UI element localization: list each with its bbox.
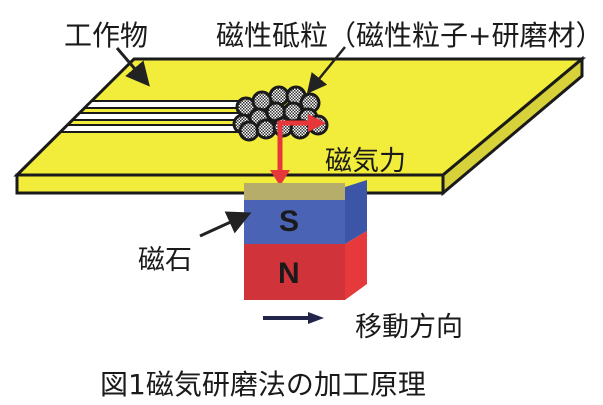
workpiece-label: 工作物 <box>64 19 149 52</box>
magnet-label: 磁石 <box>138 245 192 276</box>
workpiece-side <box>441 55 584 197</box>
polished-stripe <box>70 112 251 121</box>
polished-stripe <box>82 100 251 109</box>
magnetic-abrasive-label: 磁性砥粒（磁性粒子+研磨材） <box>216 19 603 52</box>
workpiece-plate <box>13 55 587 197</box>
figure-caption: 図1磁気研磨法の加工原理 <box>100 368 426 401</box>
magnet-south-front <box>244 200 345 244</box>
workpiece-pointer-arrow <box>115 47 150 87</box>
magnetic-force-label: 磁気力 <box>325 146 406 177</box>
movement-direction-label: 移動方向 <box>355 312 463 343</box>
polished-stripe <box>58 124 251 133</box>
abrasive-particle-cluster <box>232 85 329 142</box>
magnet-north-side <box>345 231 367 300</box>
south-pole-label: S <box>279 205 300 238</box>
magnet-south-side <box>345 180 367 244</box>
magnet <box>244 180 367 300</box>
magnet-top-shadow <box>244 183 345 200</box>
force-arrowhead-right <box>308 114 326 132</box>
magnetic-force-arrows <box>270 114 326 186</box>
magnet-pointer-arrow <box>199 211 252 238</box>
abrasive-pointer-arrow <box>306 46 346 94</box>
north-pole-label: N <box>278 257 300 290</box>
movement-direction-arrow <box>263 312 324 324</box>
magnet-north-front <box>244 244 345 300</box>
force-arrowhead-down <box>270 170 290 186</box>
